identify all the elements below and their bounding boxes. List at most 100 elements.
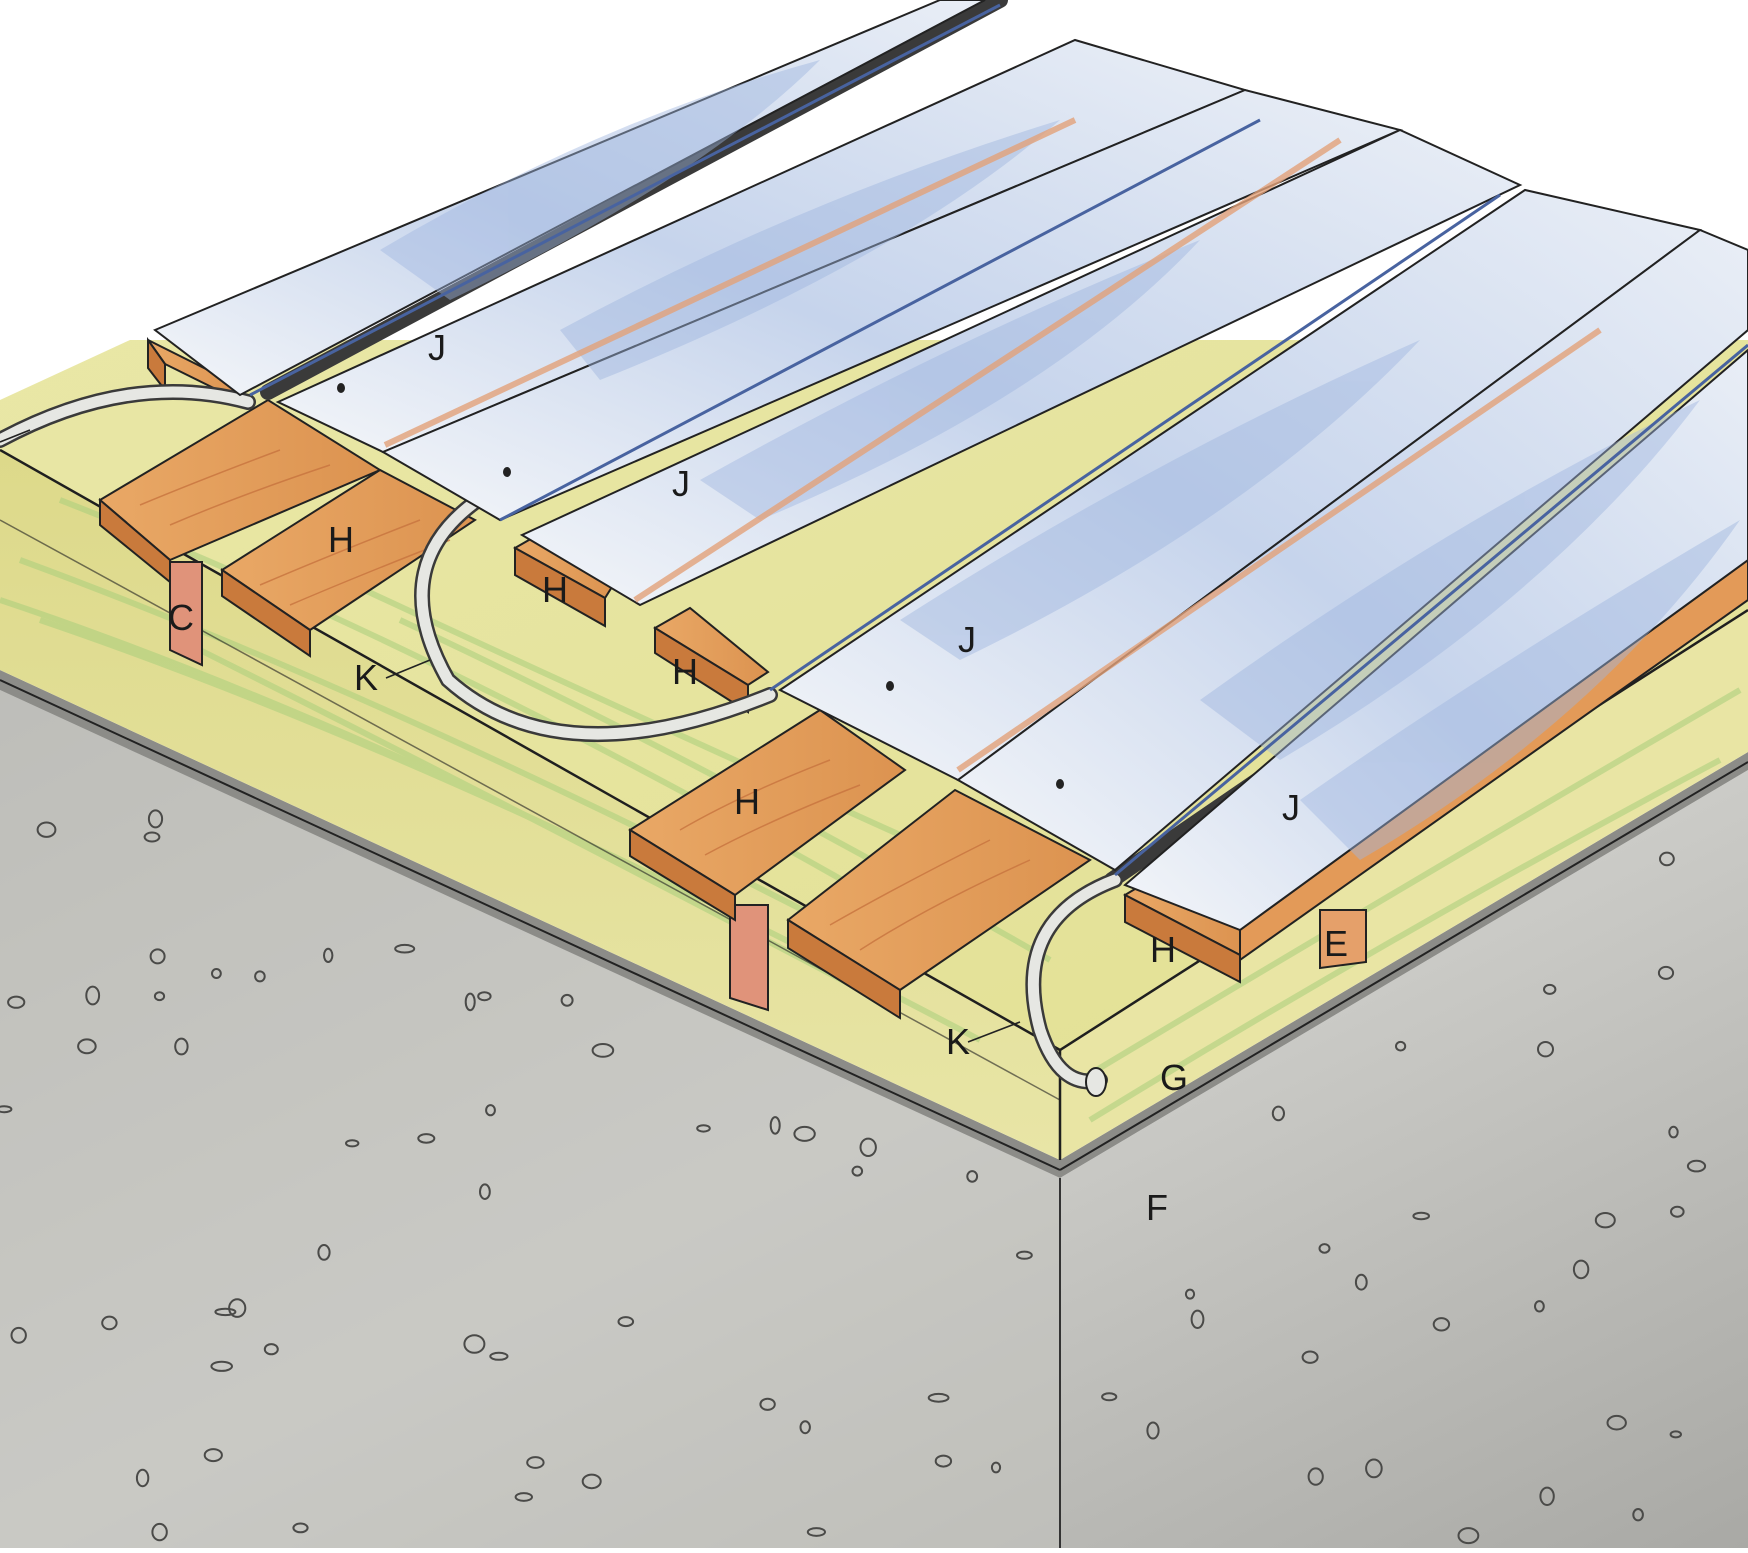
aggregate-pebble [211, 968, 222, 979]
label-H-1: H [328, 519, 354, 560]
label-J-3: J [958, 619, 976, 660]
aggregate-pebble [1301, 1350, 1319, 1364]
aggregate-pebble [174, 1037, 189, 1056]
aggregate-pebble [696, 1124, 711, 1133]
aggregate-pebble [1146, 1421, 1160, 1440]
aggregate-pebble [1190, 1309, 1205, 1330]
aggregate-pebble [0, 1105, 13, 1114]
aggregate-pebble [464, 992, 476, 1012]
aggregate-pebble [990, 1461, 1002, 1474]
aggregate-pebble [1659, 851, 1675, 867]
label-F: F [1146, 1187, 1168, 1228]
aggregate-pebble [851, 1165, 864, 1177]
aggregate-pebble [1412, 1211, 1430, 1221]
aggregate-pebble [526, 1456, 545, 1469]
aggregate-pebble [203, 1448, 223, 1463]
concrete-slab [0, 690, 1748, 1548]
wood-blocking [169, 561, 1367, 1012]
aggregate-pebble [514, 1492, 533, 1502]
aggregate-pebble [135, 1468, 150, 1488]
aggregate-pebble [1657, 965, 1675, 980]
aggregate-pebble [10, 1326, 27, 1344]
label-leaders [0, 429, 1021, 1043]
aggregate-pebble [1101, 1392, 1118, 1402]
label-H-5: H [1150, 929, 1176, 970]
aggregate-pebble [210, 1360, 233, 1372]
aggregate-pebble [759, 1397, 776, 1411]
aggregate-pebble [1686, 1159, 1707, 1173]
aggregate-pebble [1543, 983, 1557, 995]
aggregate-pebble [769, 1116, 781, 1135]
aggregate-pebble [799, 1420, 811, 1435]
aggregate-pebble [1539, 1486, 1555, 1507]
aggregate-pebble [77, 1038, 97, 1055]
aggregate-pebble [1307, 1467, 1324, 1486]
label-C: C [168, 597, 194, 638]
aggregate-pebble [101, 1315, 118, 1331]
aggregate-pebble [859, 1137, 877, 1158]
aggregate-pebble [591, 1043, 615, 1058]
aggregate-pebble [1395, 1040, 1407, 1052]
aggregate-pebble [934, 1454, 953, 1468]
aggregate-pebble [1534, 1300, 1545, 1313]
aggregate-pebble [1271, 1105, 1286, 1122]
aggregate-pebble [417, 1133, 436, 1144]
label-J-1: J [428, 327, 446, 368]
aggregate-pebble [292, 1522, 309, 1534]
aggregate-pebble [617, 1316, 635, 1328]
aggregate-pebble [1365, 1458, 1383, 1479]
aggregate-pebble [1016, 1250, 1033, 1260]
aggregate-pebble [485, 1104, 496, 1117]
aggregate-pebble [214, 1307, 237, 1317]
aggregate-pebble [477, 991, 492, 1002]
aggregate-pebble [1572, 1259, 1590, 1280]
aggregate-pebble [254, 970, 266, 983]
aggregate-pebble [1632, 1508, 1644, 1522]
aggregate-pebble [463, 1334, 486, 1354]
aggregate-pebble [36, 821, 57, 838]
label-H-4: H [734, 781, 760, 822]
label-K-2: K [946, 1021, 970, 1062]
aggregate-pebble [1606, 1414, 1627, 1431]
vapor-barrier [0, 670, 1748, 1178]
aggregate-pebble [7, 995, 26, 1009]
aggregate-pebble [1432, 1317, 1451, 1332]
aggregate-pebble [153, 991, 166, 1002]
aggregate-pebble [1668, 1125, 1679, 1139]
aggregate-pebble [1594, 1212, 1616, 1229]
aggregate-pebble [1184, 1288, 1196, 1300]
aggregate-pebble [228, 1298, 247, 1318]
aggregate-pebble [1670, 1205, 1685, 1218]
aggregate-pebble [479, 1183, 491, 1200]
aggregate-pebble [1669, 1430, 1683, 1439]
aluminum-plates [153, 0, 1748, 932]
label-H-2: H [542, 569, 568, 610]
aggregate-pebble [317, 1244, 331, 1261]
aggregate-pebble [323, 947, 334, 964]
label-J-2: J [672, 463, 690, 504]
aggregate-pebble [489, 1351, 509, 1361]
aggregate-pebble [966, 1170, 979, 1183]
aggregate-pebble [151, 1522, 168, 1542]
aggregate-pebble [581, 1473, 602, 1490]
aggregate-pebble [793, 1125, 816, 1142]
aggregate-pebble [806, 1527, 827, 1537]
aggregate-pebble [85, 985, 101, 1006]
label-K-1: K [354, 657, 378, 698]
aggregate-pebble [345, 1139, 360, 1148]
aggregate-pebble [1457, 1527, 1480, 1545]
aggregate-pebble [1537, 1041, 1554, 1058]
aggregate-pebble [147, 809, 164, 829]
aggregate-pebble [394, 943, 416, 954]
aggregate-pebble [143, 831, 161, 843]
label-E: E [1324, 923, 1348, 964]
label-H-3: H [672, 651, 698, 692]
aggregate-pebble [149, 948, 166, 965]
aggregate-pebble [927, 1392, 950, 1403]
callout-labels: J J J J H H H H H C K K E G F [168, 327, 1348, 1228]
aggregate-pebble [1318, 1243, 1331, 1254]
label-G: G [1160, 1057, 1188, 1098]
label-J-4: J [1282, 787, 1300, 828]
